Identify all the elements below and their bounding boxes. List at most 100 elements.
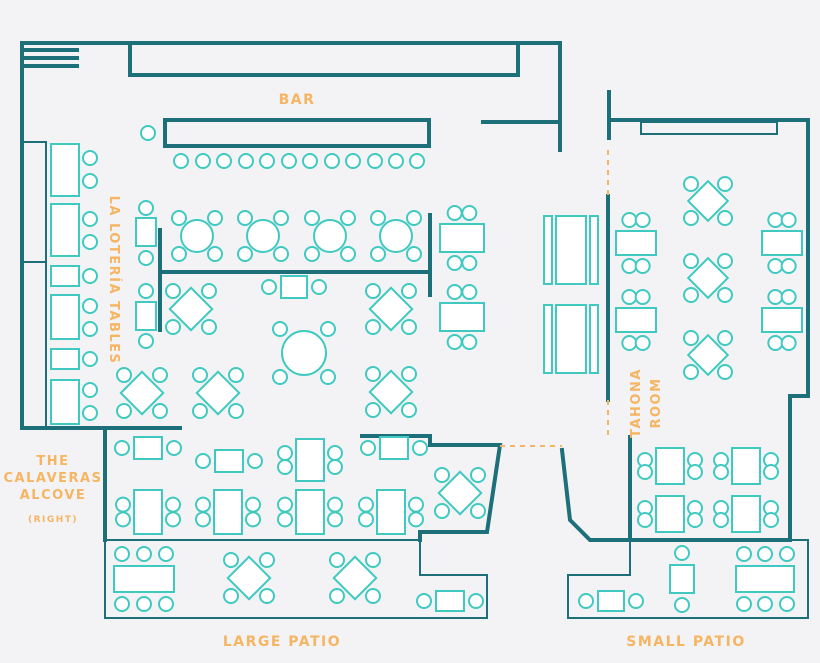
table	[295, 438, 325, 482]
table	[615, 230, 657, 256]
chair	[327, 445, 343, 461]
chair	[780, 335, 797, 351]
chair	[228, 367, 244, 383]
chair	[277, 459, 293, 475]
chair	[152, 367, 168, 383]
diamond-table	[195, 370, 241, 416]
bench	[589, 304, 599, 374]
chair	[578, 593, 594, 609]
chair	[165, 511, 181, 528]
chair	[408, 496, 424, 513]
chair	[195, 511, 211, 528]
bench-table	[555, 215, 587, 285]
round-table	[281, 330, 327, 376]
chair	[621, 212, 638, 228]
chair	[683, 176, 699, 192]
chair	[717, 176, 733, 192]
chair	[273, 246, 289, 262]
round-table	[180, 219, 214, 253]
chair	[446, 205, 463, 221]
chair	[401, 366, 417, 382]
chair	[365, 366, 381, 382]
table	[376, 489, 406, 535]
chair	[757, 596, 773, 612]
chair	[763, 464, 779, 480]
diamond-table	[119, 370, 165, 416]
diamond-table	[686, 179, 730, 223]
chair	[461, 255, 478, 271]
bench	[543, 304, 553, 374]
chair	[687, 464, 703, 480]
chair	[195, 496, 211, 513]
table	[295, 489, 325, 535]
chair	[247, 453, 263, 469]
table	[597, 590, 625, 612]
calaveras-label-line-4: (RIGHT)	[28, 515, 78, 525]
calaveras-label-line-2: CALAVERAS	[4, 471, 103, 486]
chair	[158, 596, 174, 612]
chair	[228, 403, 244, 419]
chair	[717, 210, 733, 226]
table	[214, 449, 244, 473]
table	[731, 495, 761, 533]
chair	[717, 287, 733, 303]
chair	[360, 440, 376, 456]
tahona-label-line-1: TAHONA	[629, 368, 644, 438]
chair	[446, 255, 463, 271]
round-table	[379, 219, 413, 253]
table	[655, 495, 685, 533]
chair	[408, 511, 424, 528]
furniture	[50, 125, 803, 613]
bench	[543, 215, 553, 285]
chair	[446, 334, 463, 350]
table	[669, 564, 695, 594]
chair	[273, 210, 289, 226]
chair	[780, 212, 797, 228]
chair	[683, 210, 699, 226]
table	[615, 307, 657, 333]
chair	[245, 511, 261, 528]
chair	[223, 588, 239, 604]
diamond-table	[686, 256, 730, 300]
chair	[201, 319, 217, 335]
chair	[461, 205, 478, 221]
chair	[470, 467, 486, 483]
chair	[192, 403, 208, 419]
chair	[736, 596, 752, 612]
chair	[114, 440, 130, 456]
chair	[434, 503, 450, 519]
table	[439, 302, 485, 332]
chair	[779, 546, 795, 562]
chair	[192, 367, 208, 383]
chair	[683, 287, 699, 303]
chair	[717, 253, 733, 269]
chair	[245, 496, 261, 513]
chair	[277, 496, 293, 513]
table	[379, 436, 409, 460]
table	[133, 436, 163, 460]
chair	[237, 246, 253, 262]
chair	[272, 369, 288, 385]
bar-label: BAR	[279, 92, 316, 108]
chair	[736, 546, 752, 562]
chair	[195, 453, 211, 469]
chair	[320, 321, 336, 337]
chair	[461, 284, 478, 300]
table	[761, 230, 803, 256]
chair	[370, 210, 386, 226]
chair	[116, 367, 132, 383]
table	[133, 489, 163, 535]
chair	[114, 596, 130, 612]
chair	[320, 369, 336, 385]
chair	[713, 464, 729, 480]
table	[280, 275, 308, 299]
table	[761, 307, 803, 333]
diamond-table	[368, 369, 414, 415]
chair	[406, 210, 422, 226]
chair	[779, 596, 795, 612]
chair	[327, 511, 343, 528]
table	[435, 590, 465, 612]
chair	[757, 546, 773, 562]
chair	[365, 552, 381, 568]
